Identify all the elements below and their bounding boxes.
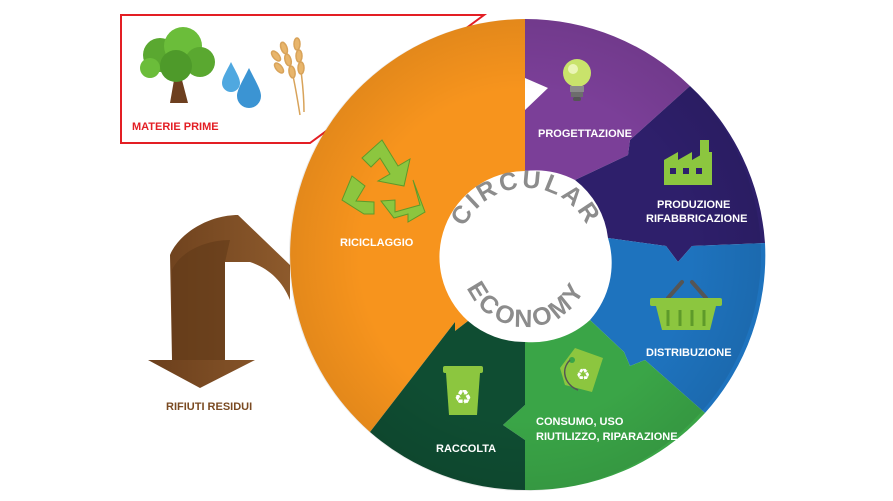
shopping-basket-icon [650,280,722,330]
svg-text:♻: ♻ [576,365,590,384]
tree-icon [140,27,215,103]
segment-label-progettazione: PROGETTAZIONE [538,128,632,140]
svg-text:♻: ♻ [454,385,472,409]
water-drops-icon [222,62,261,108]
segment-label-riciclaggio: RICICLAGGIO [340,237,414,249]
segment-label-raccolta: RACCOLTA [436,443,496,455]
lightbulb-icon [563,59,591,101]
segment-label-produzione-1: PRODUZIONE [657,199,730,211]
center-hub [443,174,607,338]
segment-label-produzione-2: RIFABBRICAZIONE [646,213,747,225]
wheat-icon [270,37,305,116]
segment-label-distribuzione: DISTRIBUZIONE [646,347,732,359]
residual-waste-label: RIFIUTI RESIDUI [166,401,252,413]
factory-icon [664,140,712,185]
recycle-arrows-icon [341,139,426,223]
segment-label-consumo-1: CONSUMO, USO [536,416,624,428]
raw-materials-label: MATERIE PRIME [132,121,219,133]
segment-label-consumo-2: RIUTILIZZO, RIPARAZIONE [536,431,678,443]
residual-waste-arrow [148,215,290,388]
recycle-tag-icon: ♻ [560,348,603,392]
recycle-bin-icon: ♻ [443,366,483,415]
